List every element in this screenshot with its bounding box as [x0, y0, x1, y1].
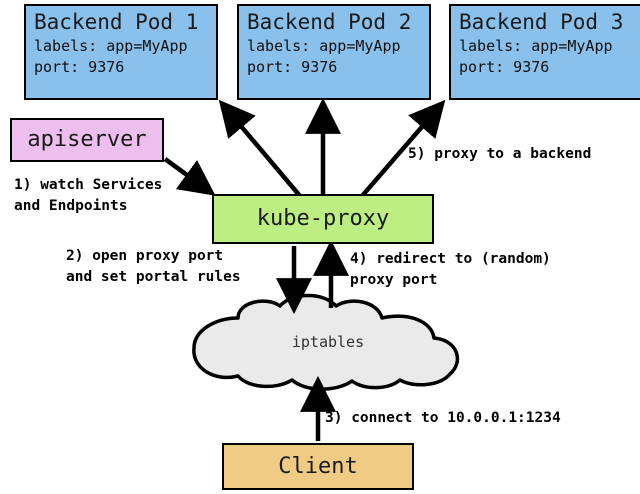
step-4-annotation: 4) redirect to (random) proxy port [350, 251, 551, 288]
backend-pod-2-title: Backend Pod 2 [247, 10, 412, 34]
backend-pod-3-box: Backend Pod 3 labels: app=MyApp port: 93… [449, 4, 640, 100]
step-1-annotation: 1) watch Services and Endpoints [14, 177, 163, 214]
backend-pod-2-port: port: 9376 [247, 58, 338, 76]
apiserver-box: apiserver [10, 118, 164, 162]
backend-pod-3-title: Backend Pod 3 [459, 10, 624, 34]
backend-pod-3-port: port: 9376 [459, 58, 550, 76]
kube-proxy-box: kube-proxy [212, 194, 434, 244]
backend-pod-1-title: Backend Pod 1 [34, 10, 199, 34]
arrow-apiserver-to-kubeproxy [163, 157, 216, 196]
backend-pod-3-labels: labels: app=MyApp [459, 37, 613, 55]
backend-pod-2-box: Backend Pod 2 labels: app=MyApp port: 93… [237, 4, 431, 100]
step-3-annotation: 3) connect to 10.0.0.1:1234 [325, 410, 561, 426]
backend-pod-2-labels: labels: app=MyApp [247, 37, 401, 55]
iptables-label: iptables [291, 333, 365, 351]
apiserver-label: apiserver [27, 127, 147, 152]
backend-pod-1-labels: labels: app=MyApp [34, 37, 188, 55]
iptables-cloud [192, 293, 460, 391]
step-5-annotation: 5) proxy to a backend [408, 146, 592, 162]
backend-pod-1-port: port: 9376 [34, 58, 125, 76]
client-label: Client [278, 453, 358, 479]
client-box: Client [222, 443, 414, 490]
backend-pod-1-box: Backend Pod 1 labels: app=MyApp port: 93… [24, 4, 218, 100]
arrow-kubeproxy-to-pod1 [218, 99, 302, 198]
kube-proxy-label: kube-proxy [256, 206, 390, 231]
step-2-annotation: 2) open proxy port and set portal rules [66, 248, 241, 285]
